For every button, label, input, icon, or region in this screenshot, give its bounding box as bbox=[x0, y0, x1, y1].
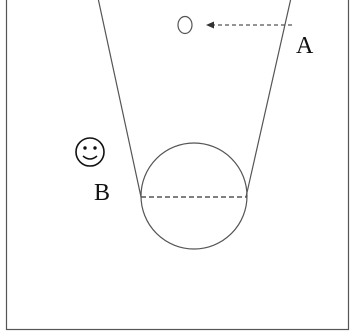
lane-left-line bbox=[97, 0, 142, 198]
player-label-a: A bbox=[296, 33, 314, 59]
pass-arrow-head bbox=[206, 21, 214, 29]
free-throw-circle bbox=[140, 142, 248, 250]
smiley-face-icon bbox=[75, 137, 105, 167]
ball-icon bbox=[177, 15, 193, 35]
lane-right-line bbox=[245, 0, 292, 198]
player-label-b: B bbox=[94, 180, 110, 206]
court-boundary bbox=[5, 0, 350, 331]
